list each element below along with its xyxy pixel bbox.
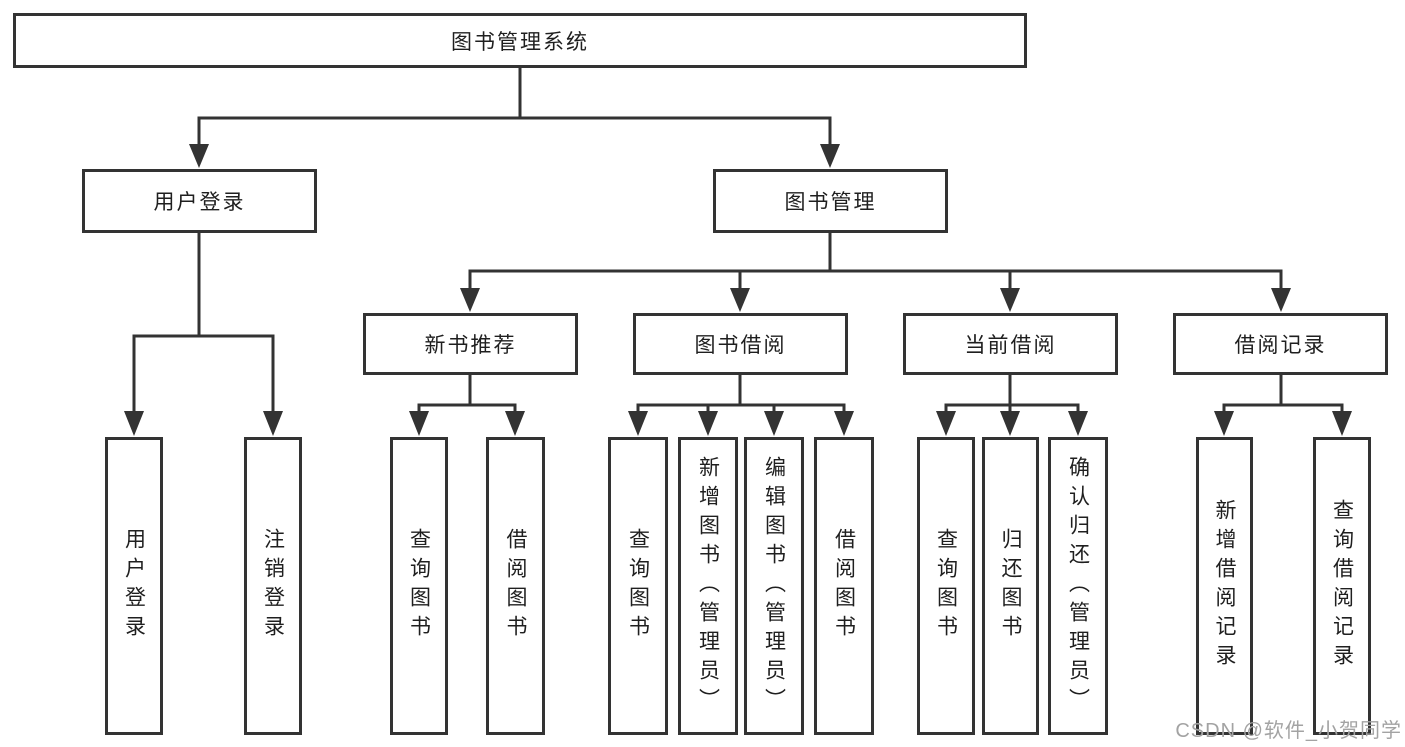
watermark: CSDN @软件_小贺同学: [1175, 720, 1402, 742]
node-label: 查询图书: [934, 528, 958, 644]
leaf-add-borrow-record: 新增借阅记录: [1196, 437, 1253, 735]
leaf-return-books: 归还图书: [982, 437, 1039, 735]
node-label: 借阅图书: [832, 528, 856, 644]
node-label: 新增图书（管理员）: [696, 455, 720, 717]
node-label: 注销登录: [261, 528, 285, 644]
node-label: 借阅图书: [504, 528, 527, 644]
node-label: 借阅记录: [1234, 334, 1327, 357]
leaf-logout-login: 注销登录: [244, 437, 302, 735]
node-new-book-recommendation: 新书推荐: [363, 313, 578, 375]
node-label: 查询图书: [626, 528, 650, 644]
node-borrowing-records: 借阅记录: [1173, 313, 1388, 375]
leaf-query-books-recommend: 查询图书: [390, 437, 448, 735]
leaf-query-books-current: 查询图书: [917, 437, 975, 735]
leaf-query-borrow-record: 查询借阅记录: [1313, 437, 1371, 735]
leaf-add-books-admin: 新增图书（管理员）: [678, 437, 738, 735]
node-label: 新增借阅记录: [1213, 499, 1236, 673]
node-label: 新书推荐: [424, 334, 517, 357]
node-label: 用户登录: [153, 191, 246, 214]
leaf-edit-books-admin: 编辑图书（管理员）: [744, 437, 804, 735]
node-label: 图书管理系统: [451, 30, 589, 54]
leaf-borrow-books-recommend: 借阅图书: [486, 437, 545, 735]
node-book-management: 图书管理: [713, 169, 948, 233]
node-current-borrowing: 当前借阅: [903, 313, 1118, 375]
leaf-borrow-books-borrow: 借阅图书: [814, 437, 874, 735]
node-label: 图书管理: [784, 191, 877, 214]
node-label: 查询借阅记录: [1330, 499, 1354, 673]
node-label: 图书借阅: [694, 334, 787, 357]
node-library-system: 图书管理系统: [13, 13, 1027, 68]
leaf-user-login: 用户登录: [105, 437, 163, 735]
leaf-query-books-borrow: 查询图书: [608, 437, 668, 735]
node-book-borrowing: 图书借阅: [633, 313, 848, 375]
node-user-login: 用户登录: [82, 169, 317, 233]
node-label: 编辑图书（管理员）: [762, 455, 786, 717]
node-label: 用户登录: [122, 528, 146, 644]
leaf-confirm-return-admin: 确认归还（管理员）: [1048, 437, 1108, 735]
node-label: 当前借阅: [964, 334, 1057, 357]
node-label: 归还图书: [999, 528, 1022, 644]
node-label: 查询图书: [407, 528, 431, 644]
node-label: 确认归还（管理员）: [1066, 455, 1090, 717]
